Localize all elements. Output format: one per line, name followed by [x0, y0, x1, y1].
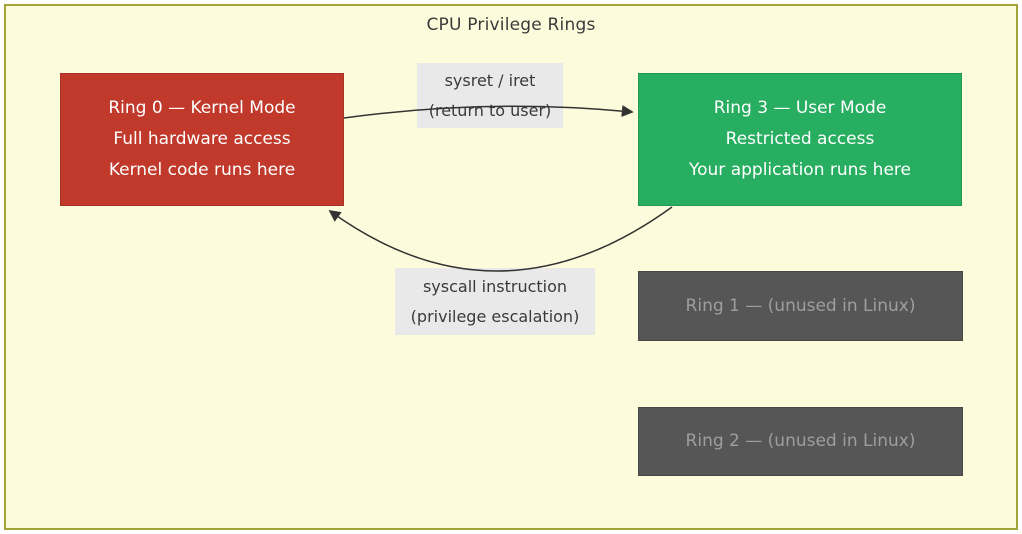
ring0-line-1: Ring 0 — Kernel Mode [108, 98, 296, 118]
syscall-label-line-1: syscall instruction [422, 276, 568, 296]
syscall-label-line-2: (privilege escalation) [410, 306, 580, 326]
ring3-user-mode-box: Ring 3 — User Mode Restricted access You… [638, 73, 962, 206]
diagram-title: CPU Privilege Rings [426, 15, 596, 35]
ring3-line-2: Restricted access [725, 129, 875, 149]
ring3-line-3: Your application runs here [689, 160, 911, 180]
ring1-label: Ring 1 — (unused in Linux) [685, 295, 916, 316]
ring1-unused-box: Ring 1 — (unused in Linux) [638, 271, 963, 341]
syscall-edge-label: syscall instruction (privilege escalatio… [395, 268, 595, 335]
ring0-kernel-mode-box: Ring 0 — Kernel Mode Full hardware acces… [60, 73, 344, 206]
ring0-line-3: Kernel code runs here [108, 160, 296, 180]
ring2-unused-box: Ring 2 — (unused in Linux) [638, 407, 963, 476]
ring3-line-1: Ring 3 — User Mode [713, 98, 887, 118]
ring0-line-2: Full hardware access [113, 129, 291, 149]
ring2-label: Ring 2 — (unused in Linux) [685, 431, 916, 451]
sysret-label-line-2: (return to user) [428, 100, 552, 120]
sysret-label-line-1: sysret / iret [444, 70, 536, 90]
sysret-edge-label: sysret / iret (return to user) [417, 63, 563, 128]
